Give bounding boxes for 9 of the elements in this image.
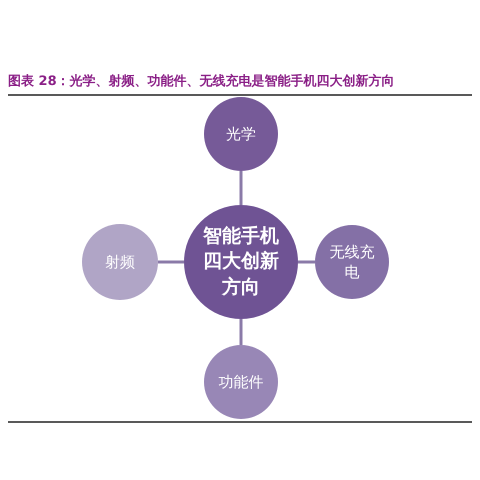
connector-line [240, 171, 242, 205]
topic-label: 智能手机四大创新方向 [202, 224, 280, 300]
connector-line [298, 260, 315, 264]
topic-label: 射频 [104, 252, 136, 272]
connector-line [158, 260, 184, 264]
figure-title: 图表 28：光学、射频、功能件、无线充电是智能手机四大创新方向 [8, 72, 396, 90]
topic-label: 功能件 [218, 372, 264, 392]
topic-label: 光学 [225, 124, 257, 144]
topic-label: 无线充电 [328, 242, 376, 282]
